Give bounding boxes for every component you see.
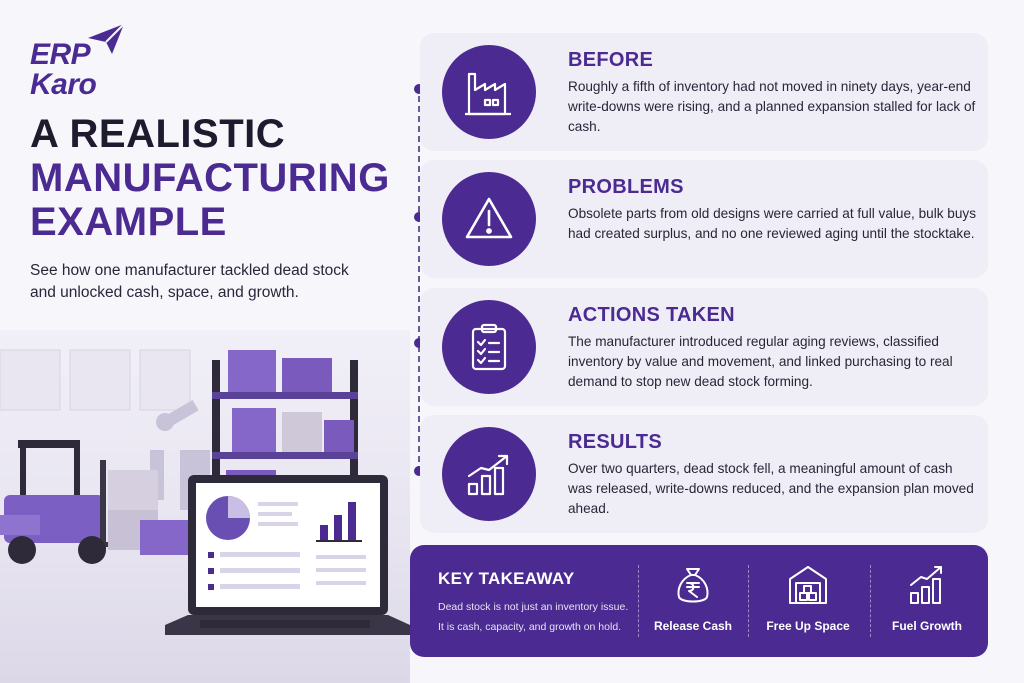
- growth-chart-icon: [467, 454, 509, 496]
- card-problems: PROBLEMS Obsolete parts from old designs…: [420, 160, 988, 278]
- timeline-connector: [418, 86, 420, 472]
- factory-windows: [0, 349, 191, 411]
- timeline-dot: [414, 338, 424, 348]
- card-actions-taken: ACTIONS TAKEN The manufacturer introduce…: [420, 288, 988, 406]
- card-title: RESULTS: [568, 431, 662, 453]
- card-results: RESULTS Over two quarters, dead stock fe…: [420, 415, 988, 533]
- laptop-dashboard: [165, 475, 410, 635]
- paper-plane-icon: [88, 23, 125, 54]
- money-bag-rupee-icon: [677, 568, 709, 603]
- benefit-label: Fuel Growth: [892, 619, 962, 633]
- card-icon-circle: [442, 172, 536, 266]
- factory-icon: [465, 72, 511, 116]
- title-line-2: MANUFACTURING: [30, 156, 390, 200]
- page-subtitle: See how one manufacturer tackled dead st…: [30, 262, 349, 301]
- benefit-fuel-growth: Fuel Growth: [872, 563, 982, 643]
- takeaway-title: KEY TAKEAWAY: [438, 569, 575, 588]
- title-line-1: A REALISTIC: [30, 112, 286, 156]
- growth-chart-icon: [910, 566, 942, 604]
- card-icon-circle: [442, 300, 536, 394]
- clipboard-checklist-icon: [471, 323, 507, 371]
- stacked-boxes: [108, 470, 190, 555]
- benefit-label: Free Up Space: [766, 619, 850, 633]
- benefit-free-up-space: Free Up Space: [753, 563, 863, 643]
- card-title: BEFORE: [568, 49, 654, 71]
- divider: [870, 565, 871, 637]
- brand-name: ERP Karo: [30, 38, 97, 101]
- card-description: The manufacturer introduced regular agin…: [568, 334, 953, 389]
- card-before: BEFORE Roughly a fifth of inventory had …: [420, 33, 988, 151]
- left-panel: ERP Karo A REALISTIC MANUFACTURING EXAMP…: [0, 0, 410, 683]
- warehouse-scene-illustration: [0, 349, 410, 635]
- timeline-dot: [414, 212, 424, 222]
- timeline-dot: [414, 466, 424, 476]
- key-takeaway-panel: KEY TAKEAWAY Dead stock is not just an i…: [410, 545, 988, 657]
- title-line-3: EXAMPLE: [30, 200, 227, 244]
- warning-icon: [465, 197, 513, 239]
- card-description: Over two quarters, dead stock fell, a me…: [568, 461, 974, 516]
- takeaway-line-2: It is cash, capacity, and growth on hold…: [438, 621, 622, 633]
- benefit-release-cash: Release Cash: [638, 563, 748, 643]
- card-title: ACTIONS TAKEN: [568, 304, 735, 326]
- brand-logo: ERP Karo: [30, 22, 130, 100]
- card-icon-circle: [442, 427, 536, 521]
- takeaway-line-1: Dead stock is not just an inventory issu…: [438, 601, 629, 613]
- warehouse-icon: [789, 566, 827, 604]
- brand-line-2: Karo: [30, 68, 97, 101]
- divider: [638, 565, 639, 637]
- card-icon-circle: [442, 45, 536, 139]
- benefit-label: Release Cash: [653, 619, 733, 633]
- brand-line-1: ERP: [30, 38, 91, 71]
- card-description: Obsolete parts from old designs were car…: [568, 206, 977, 241]
- card-title: PROBLEMS: [568, 176, 684, 198]
- page-title: A REALISTIC MANUFACTURING EXAMPLE: [30, 112, 400, 244]
- card-description: Roughly a fifth of inventory had not mov…: [568, 79, 976, 134]
- timeline-dot: [414, 84, 424, 94]
- divider: [748, 565, 749, 637]
